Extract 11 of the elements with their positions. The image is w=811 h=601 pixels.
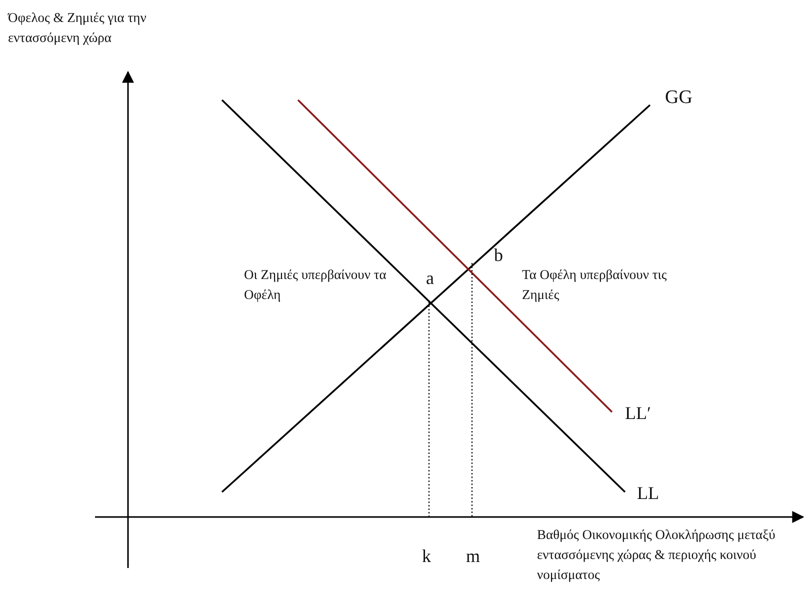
axis-title: Όφελος & Ζημιές για την εντασσόμενη χώρα bbox=[8, 9, 148, 47]
curve-label: LL′ bbox=[625, 403, 652, 423]
region-note: Οι Ζημιές υπερβαίνουν τα Οφέλη bbox=[244, 266, 388, 304]
curve-label: GG bbox=[665, 88, 694, 108]
tick-label: m bbox=[466, 546, 482, 566]
point-label: a bbox=[426, 268, 435, 288]
region-note: Τα Οφέλη υπερβαίνουν τις Ζημιές bbox=[522, 266, 668, 304]
tick-label: k bbox=[422, 546, 432, 566]
axis-title: Βαθμός Οικονομικής Ολοκλήρωσης μεταξύ εντασσόμενης χώρας & περιοχής κοινού νομίσματος bbox=[537, 526, 776, 584]
point-label: b bbox=[494, 245, 504, 265]
curve-label: LL bbox=[637, 483, 660, 503]
